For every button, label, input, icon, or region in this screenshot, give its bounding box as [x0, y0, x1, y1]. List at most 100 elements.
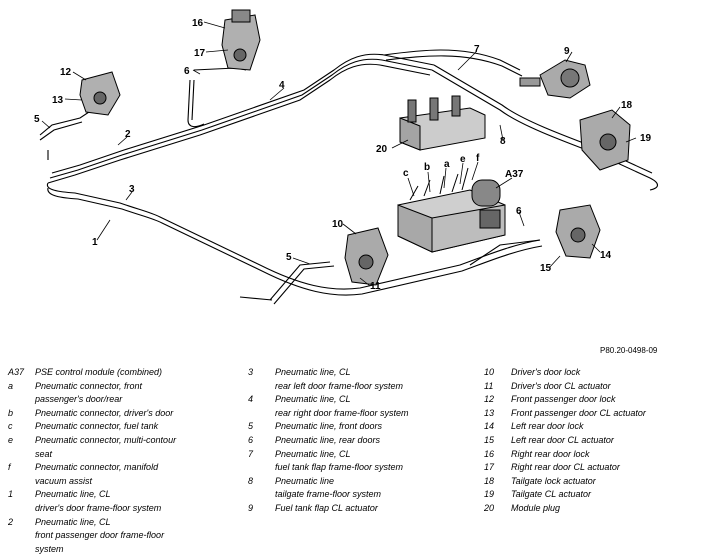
callout-a37: A37 [505, 169, 524, 180]
front-passenger-door-lock [79, 71, 121, 116]
legend-description-line: PSE control module (combined) [35, 367, 163, 377]
legend-key: 11 [484, 380, 494, 391]
callout-5-lower: 5 [286, 252, 292, 263]
legend-entry: 9 Fuel tank flap CL actuator [248, 502, 475, 516]
legend-description-line: Left rear door lock [511, 421, 584, 432]
legend-description-line: Right rear door lock [511, 448, 590, 459]
legend-description-line: fuel tank flap frame-floor system [275, 462, 404, 473]
legend-description-line: rear right door frame-floor system [275, 407, 409, 418]
module-plug [399, 95, 486, 151]
legend-description: PSE control module (combined) [35, 366, 211, 380]
legend-description-line: Pneumatic line, CL [275, 394, 351, 405]
right-rear-door-lock [221, 9, 261, 71]
callout-15: 15 [540, 263, 552, 274]
callout-a: a [444, 159, 450, 170]
legend-key: 16 [484, 448, 495, 459]
legend-description: Pneumatic line, CL driver's door frame-fl… [35, 488, 211, 515]
left-rear-door-lock [555, 204, 601, 259]
legend-description: Front passenger door lock [511, 393, 691, 407]
legend-key: 17 [484, 462, 495, 473]
legend-description-line: Right rear door CL actuator [511, 462, 620, 473]
legend-key: 3 [248, 367, 254, 377]
legend-key: 18 [484, 475, 495, 486]
callout-labels: 16 17 6 4 7 9 12 13 5 2 3 1 18 19 20 c b… [34, 18, 652, 292]
legend-key: 8 [248, 475, 254, 486]
legend-description: Left rear door lock [511, 420, 691, 434]
callout-e: e [460, 154, 466, 165]
legend-key: 5 [248, 421, 254, 432]
legend-description-line: Fuel tank flap CL actuator [275, 502, 378, 513]
legend-key: 10 [484, 367, 495, 377]
legend-description-line: Pneumatic connector, fuel tank [35, 421, 159, 432]
legend-key: f [8, 462, 11, 473]
legend-key: 13 [484, 407, 495, 418]
callout-leaders [41, 21, 637, 287]
callout-6-lower: 6 [516, 206, 522, 217]
legend-key: 2 [8, 516, 14, 527]
legend-description-line: Tailgate CL actuator [511, 489, 592, 500]
legend-description: Front passenger door CL actuator [511, 407, 691, 421]
callout-11: 11 [370, 281, 381, 292]
legend-key: 9 [248, 502, 254, 513]
legend-description-line: Front passenger door CL actuator [511, 407, 646, 418]
callout-6-upper: 6 [184, 66, 190, 77]
pneumatic-lines [39, 49, 659, 305]
legend-entry: 3 Pneumatic line, CL rear left door frame-… [248, 366, 475, 393]
callout-19: 19 [640, 133, 652, 144]
legend-description-line: Pneumatic line, CL [275, 367, 351, 377]
legend-description-line: tailgate frame-floor system [275, 489, 382, 500]
legend-description: Pneumatic connector, fuel tank [35, 420, 211, 434]
legend-description-line: driver's door frame-floor system [35, 502, 162, 513]
legend-description-line: Pneumatic connector, multi-contour [35, 434, 177, 445]
legend-description: Pneumatic line, CL rear left door frame-f… [275, 366, 475, 393]
legend-description: Module plug [511, 502, 691, 516]
callout-8: 8 [500, 136, 506, 147]
legend-description-line: Module plug [511, 502, 561, 513]
callout-c: c [403, 168, 409, 179]
legend-entry: 10 Driver's door lock [484, 366, 691, 380]
legend-description-line: front passenger door frame-floor [35, 530, 165, 541]
callout-17: 17 [194, 48, 206, 59]
fuel-tank-flap-actuator [519, 59, 591, 99]
legend-description: Pneumatic line, rear doors [275, 434, 475, 448]
legend-description-line: Pneumatic line, CL [275, 448, 351, 459]
callout-4: 4 [279, 80, 285, 91]
legend-entry: 13 Front passenger door CL actuator [484, 407, 691, 421]
legend-key: 12 [484, 394, 495, 405]
legend-key: c [8, 421, 13, 432]
control-module-a37 [397, 167, 506, 253]
legend-entry: 16 Right rear door lock [484, 448, 691, 462]
legend-entry: 6 Pneumatic line, rear doors [248, 434, 475, 448]
legend-key: 6 [248, 434, 254, 445]
legend-description-line: Pneumatic line, CL [35, 489, 111, 500]
callout-20: 20 [376, 144, 388, 155]
legend-description: Driver's door lock [511, 366, 691, 380]
legend-description-line: rear left door frame-floor system [275, 380, 404, 391]
callout-7: 7 [474, 44, 480, 55]
legend-description: Tailgate CL actuator [511, 488, 691, 502]
legend-key: e [8, 434, 14, 445]
legend-description-line: passenger's door/rear [35, 394, 123, 405]
callout-18: 18 [621, 100, 633, 111]
callout-b: b [424, 162, 430, 173]
callout-14: 14 [600, 250, 612, 261]
